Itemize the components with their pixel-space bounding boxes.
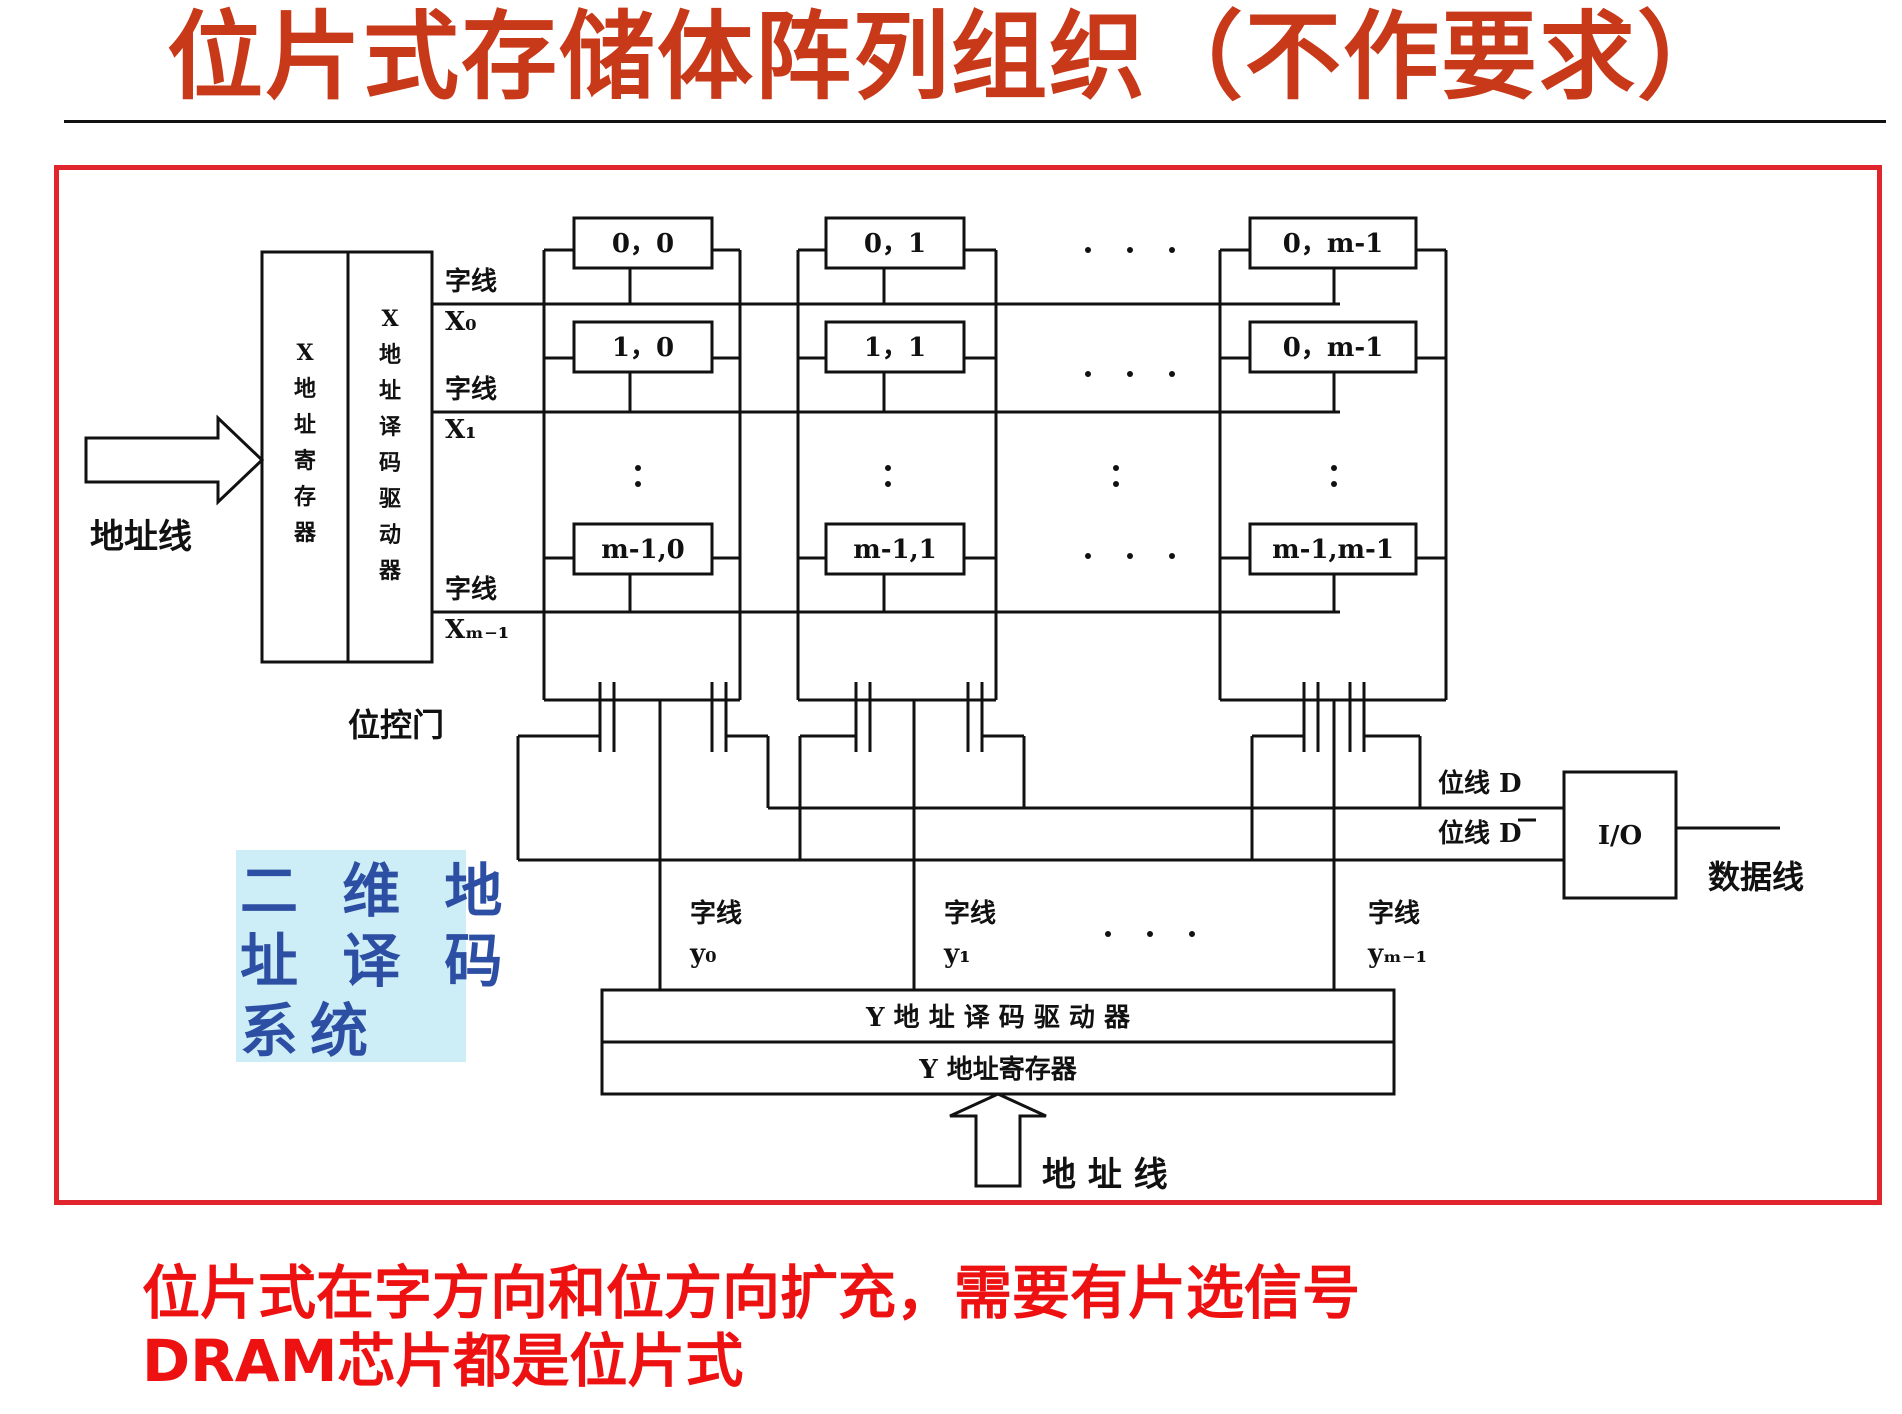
cell-label: 1，0: [612, 333, 674, 363]
x-reg-char: 器: [293, 520, 317, 546]
diagram-frame: [54, 165, 1882, 1205]
address-line-label-bottom: 地 址 线: [1042, 1155, 1168, 1195]
x-dec-char: 驱: [379, 486, 401, 512]
x-address-decoder: [346, 250, 434, 664]
x1-label: X₁: [445, 415, 477, 445]
cell-m-0: [572, 522, 714, 576]
word-line-label: 字线: [445, 266, 497, 297]
cell-1-1: [824, 320, 966, 374]
bit-gate-label: 位控门: [348, 706, 444, 744]
ellipsis-dots: [635, 247, 1337, 937]
cell-0-1: [824, 216, 966, 270]
title-divider: [64, 120, 1886, 123]
address-line-label-left: 地址线: [90, 517, 192, 557]
bit-line-dbar-label: 位线 D: [1438, 818, 1522, 849]
bit-line-d-label: 位线 D: [1438, 768, 1522, 799]
ym-label: yₘ₋₁: [1367, 939, 1427, 969]
cell-label: 0，1: [864, 229, 926, 259]
note-line-1: 位片式在字方向和位方向扩充，需要有片选信号: [142, 1259, 1361, 1327]
page-title: 位片式存储体阵列组织（不作要求）: [167, 1, 1735, 113]
y0-label: y₀: [689, 939, 717, 969]
x-dec-char: 址: [379, 378, 401, 404]
column-0: [542, 216, 742, 702]
cell-0-0: [572, 216, 714, 270]
x-reg-char: X: [296, 340, 314, 366]
column-1: [796, 216, 998, 702]
cell-label: 0，m-1: [1283, 333, 1383, 363]
x-dec-char: 动: [379, 522, 401, 548]
y-decoder-label: Y 地 址 译 码 驱 动 器: [865, 1003, 1131, 1033]
cell-label: m-1,0: [601, 535, 685, 565]
y1-label: y₁: [943, 939, 971, 969]
io-label: I/O: [1598, 821, 1642, 851]
x-dec-char: 地: [379, 342, 401, 368]
x-dec-char: X: [381, 306, 399, 332]
x-dec-char: 器: [378, 558, 402, 584]
cell-label: m-1,1: [853, 535, 937, 565]
bit-gates: [516, 682, 1422, 990]
badge-line-2: 址 译 码: [240, 927, 515, 995]
cell-label: m-1,m-1: [1272, 535, 1394, 565]
x-reg-char: 寄: [294, 448, 316, 474]
x-dec-char: 码: [379, 450, 401, 476]
x-dec-char: 译: [379, 414, 402, 440]
y-word-line-label: 字线: [690, 898, 742, 929]
xm-label: Xₘ₋₁: [445, 615, 509, 645]
x-reg-char: 存: [294, 484, 316, 510]
address-input-arrow-bottom: [949, 1092, 1047, 1188]
cell-label: 0，0: [612, 229, 674, 259]
note-line-2: DRAM芯片都是位片式: [142, 1327, 744, 1395]
y-register-label: Y 地址寄存器: [918, 1054, 1078, 1085]
badge-background: [236, 850, 466, 1062]
data-line-label: 数据线: [1708, 858, 1804, 896]
column-m: [1218, 216, 1448, 702]
cell-label: 0，m-1: [1283, 229, 1383, 259]
badge-line-3: 系统: [240, 997, 381, 1065]
cell-1-0: [572, 320, 714, 374]
badge-line-1: 二 维 地: [240, 857, 515, 925]
x-reg-char: 址: [294, 412, 316, 438]
y-word-line-label: 字线: [944, 898, 996, 929]
io-block: [1562, 770, 1678, 900]
word-line-label: 字线: [445, 374, 497, 405]
x0-label: X₀: [445, 307, 477, 337]
y-word-line-label: 字线: [1368, 898, 1420, 929]
address-input-arrow: [84, 414, 265, 506]
cell-label: 1，1: [864, 333, 926, 363]
x-reg-char: 地: [294, 376, 316, 402]
cell-m-1: [824, 522, 966, 576]
word-line-label: 字线: [445, 574, 497, 605]
